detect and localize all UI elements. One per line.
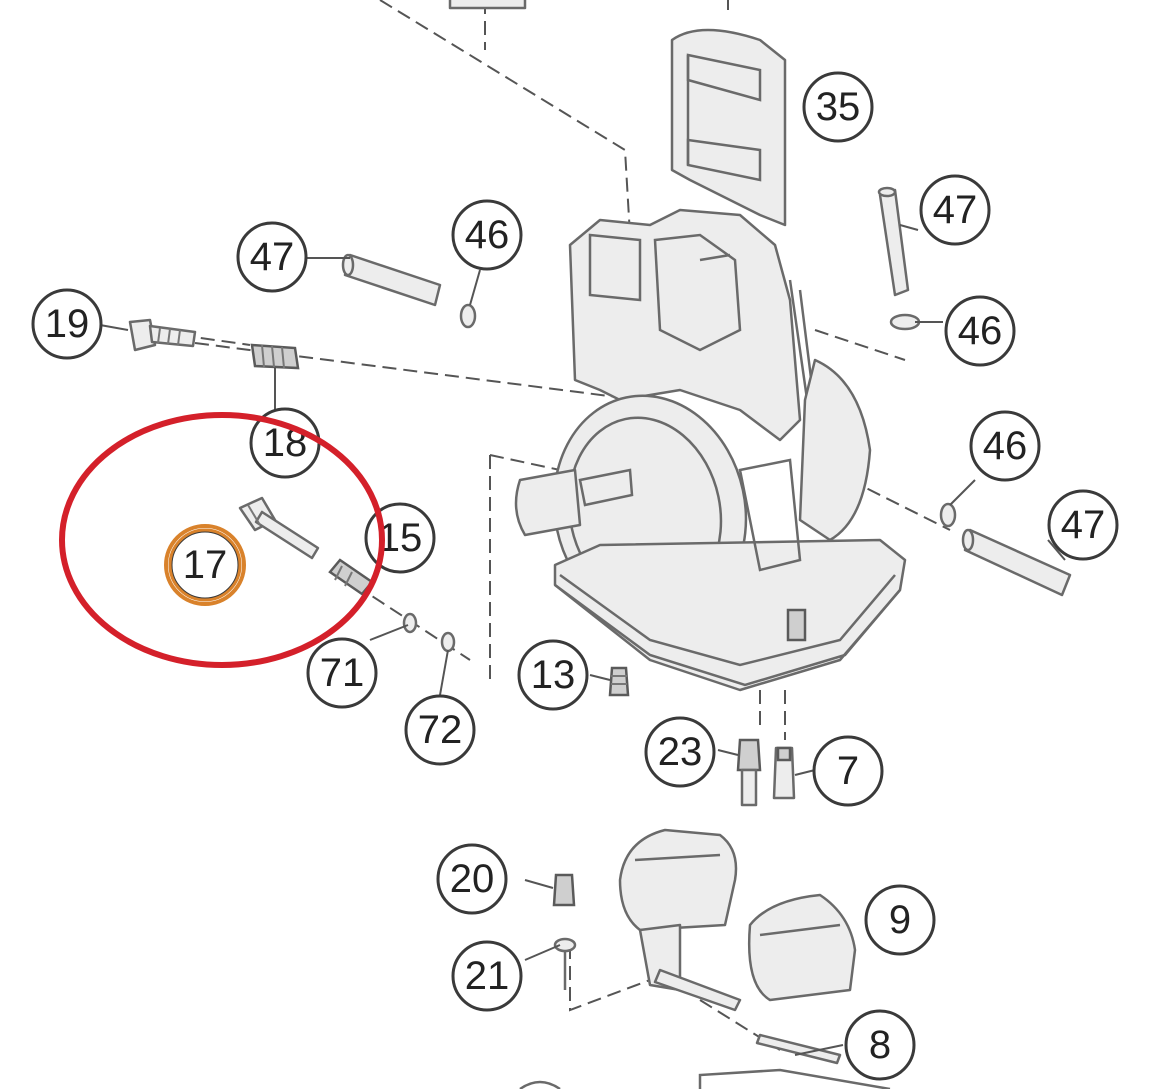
svg-text:19: 19 [45,302,90,346]
callout-23: 23 [644,716,716,788]
orange-highlight-ring-17-inner [168,528,242,602]
callout-47-right: 47 [1047,489,1119,561]
callout-13: 13 [517,639,589,711]
fittings-20-21 [552,873,577,990]
screw-19 [128,318,197,352]
callout-18: 18 [249,407,321,479]
svg-text:20: 20 [450,857,495,901]
callout-71: 71 [306,637,378,709]
callout-47-top-right: 47 [919,174,991,246]
needle-jet-7 [772,746,796,800]
svg-text:23: 23 [658,730,703,774]
leader-lines [99,224,1066,1056]
callout-35: 35 [802,71,874,143]
svg-text:15: 15 [378,516,423,560]
svg-text:72: 72 [418,708,463,752]
svg-text:17: 17 [183,543,228,587]
bottom-partial-part [519,1068,891,1089]
callout-46-right-lower: 46 [969,410,1041,482]
orange-highlight-ring-17 [164,524,246,606]
svg-text:46: 46 [983,424,1028,468]
spring-18 [250,343,300,370]
float-pin-8 [755,1033,842,1065]
callout-9: 9 [864,884,936,956]
svg-text:71: 71 [320,651,365,695]
pin-47-top-right [877,186,910,297]
svg-text:8: 8 [869,1023,891,1067]
pin-47-left [341,253,442,307]
highlight-overlays [59,412,385,668]
svg-text:47: 47 [250,235,295,279]
svg-text:35: 35 [816,85,861,129]
svg-text:47: 47 [933,188,978,232]
svg-text:47: 47 [1061,503,1106,547]
svg-text:46: 46 [465,213,510,257]
callout-21: 21 [451,940,523,1012]
callout-46-top: 46 [451,199,523,271]
float-9 [618,828,857,1012]
callout-19: 19 [31,288,103,360]
jet-13 [608,666,630,697]
svg-text:7: 7 [837,749,859,793]
callout-47-left: 47 [236,221,308,293]
svg-text:9: 9 [889,898,911,942]
top-bracket [448,0,527,10]
callout-17: 17 [169,529,241,601]
callout-72: 72 [404,694,476,766]
pin-47-right [961,528,1072,597]
throttle-slide-plate [670,28,787,227]
callout-7: 7 [812,735,884,807]
spring-15 [328,558,374,596]
svg-text:46: 46 [958,309,1003,353]
callout-46-right-upper: 46 [944,295,1016,367]
pilot-screw-17 [238,496,320,560]
main-jet-23 [736,738,762,807]
svg-text:13: 13 [531,653,576,697]
red-highlight-ellipse [59,412,385,668]
callout-8: 8 [844,1009,916,1081]
svg-text:21: 21 [465,954,510,998]
callout-20: 20 [436,843,508,915]
washers-46 [459,303,957,528]
carburetor-body [514,208,907,692]
